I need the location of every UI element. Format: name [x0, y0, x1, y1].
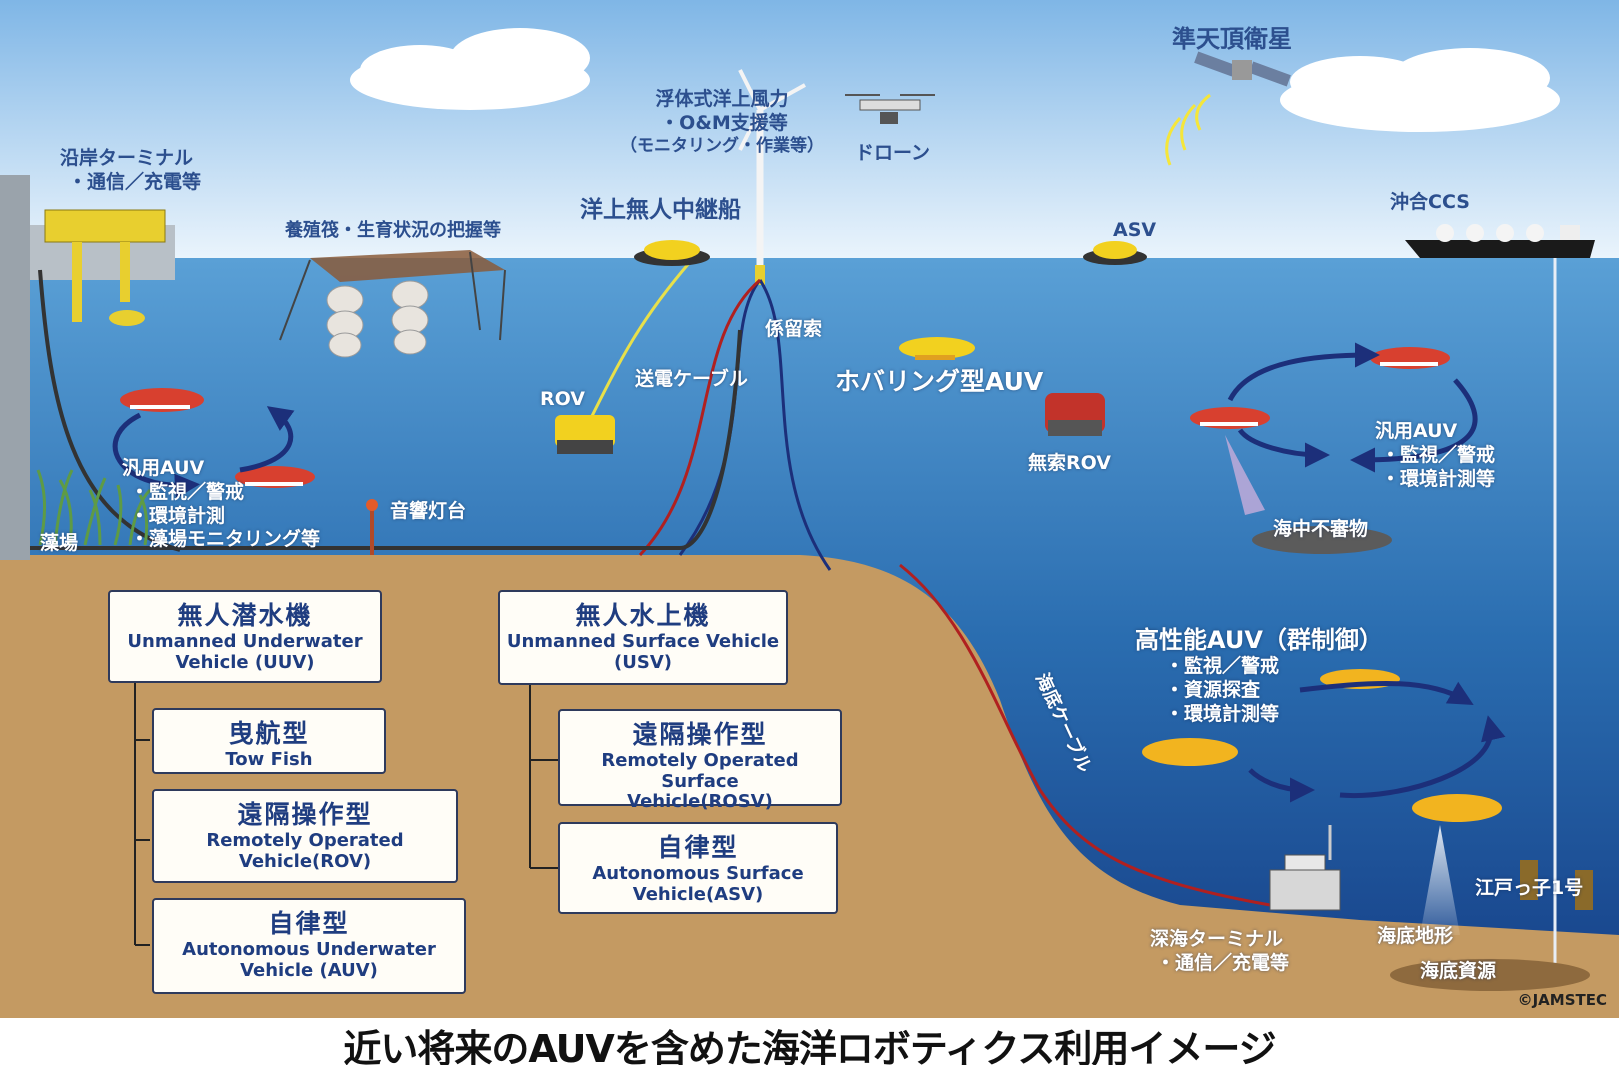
- subsea-cable-line: [899, 563, 1271, 907]
- label-wind-power-title: 浮体式洋上風力: [655, 88, 789, 110]
- ccs-ship: [1405, 224, 1595, 975]
- label-deep-terminal-title: 深海ターミナル: [1150, 928, 1284, 950]
- label-general-auv-right-item-1: ・監視／警戒: [1381, 443, 1496, 466]
- label-general-auv-left-title: 汎用AUV: [122, 457, 205, 479]
- box-auv-en-1: Autonomous Underwater: [182, 939, 436, 960]
- acoustic-beacon: [366, 499, 378, 555]
- label-offshore-ccs: 沖合CCS: [1390, 191, 1470, 213]
- label-relay-ship: 洋上無人中継船: [580, 197, 741, 223]
- box-uuv-en-2: Vehicle (UUV): [175, 651, 315, 673]
- coastal-terminal-structure: [44, 209, 166, 243]
- box-rov: 遠隔操作型 Remotely Operated Vehicle(ROV): [152, 789, 458, 883]
- label-mooring-line: 係留索: [765, 318, 823, 340]
- copyright: ©JAMSTEC: [1517, 991, 1607, 1009]
- sky: [0, 0, 1619, 258]
- label-satellite: 準天頂衛星: [1172, 25, 1292, 53]
- satellite: [1165, 51, 1291, 166]
- general-auv-left-1: [120, 388, 204, 412]
- box-auv-jp: 自律型: [268, 909, 350, 938]
- label-seafloor-resources: 海底資源: [1420, 960, 1497, 982]
- label-high-perf-auv-item-2: ・資源探査: [1165, 678, 1261, 701]
- box-towfish-en-1: Tow Fish: [225, 749, 313, 770]
- label-general-auv-left-item-3: ・藻場モニタリング等: [130, 528, 321, 551]
- box-asv-en-2: Vehicle(ASV): [632, 883, 764, 905]
- drone: [845, 94, 935, 124]
- box-rosv-en-2: Vehicle(ROSV): [627, 791, 773, 813]
- box-auv-en-2: Vehicle (AUV): [240, 959, 378, 981]
- box-rov-jp: 遠隔操作型: [237, 800, 373, 829]
- box-uuv-jp: 無人潜水機: [177, 601, 313, 630]
- label-high-perf-auv-item-3: ・環境計測等: [1165, 702, 1280, 725]
- label-asv: ASV: [1113, 219, 1157, 241]
- box-asv-jp: 自律型: [657, 833, 739, 862]
- box-rosv-jp: 遠隔操作型: [632, 720, 768, 749]
- caption: 近い将来のAUVを含めた海洋ロボティクス利用イメージ: [343, 1027, 1276, 1065]
- edokko-landers: [1520, 860, 1593, 910]
- box-uuv-en-1: Unmanned Underwater: [127, 631, 363, 652]
- box-usv: 無人水上機 Unmanned Surface Vehicle (USV): [498, 590, 788, 685]
- box-usv-jp: 無人水上機: [575, 601, 711, 630]
- label-acoustic-beacon: 音響灯台: [390, 500, 467, 522]
- aquaculture-raft: [279, 250, 506, 358]
- label-general-auv-right: 汎用AUV ・監視／警戒 ・環境計測等: [1375, 420, 1495, 491]
- taxonomy-connectors: [134, 682, 560, 946]
- box-auv: 自律型 Autonomous Underwater Vehicle (AUV): [152, 898, 466, 994]
- label-drone: ドローン: [855, 142, 931, 164]
- label-coastal-terminal-title: 沿岸ターミナル: [60, 147, 194, 169]
- pier-wall: [0, 175, 30, 560]
- label-rov: ROV: [540, 388, 585, 410]
- clouds: [350, 28, 1560, 132]
- box-towfish: 曳航型 Tow Fish: [152, 708, 386, 774]
- suspicious-object: [1252, 526, 1392, 554]
- box-rov-en-1: Remotely Operated: [206, 830, 404, 851]
- seafloor-resources-mound: [1390, 959, 1590, 991]
- label-general-auv-left-item-2: ・環境計測: [130, 504, 226, 527]
- label-coastal-terminal-item: ・通信／充電等: [68, 170, 202, 193]
- label-wind-power-note: （モニタリング・作業等）: [620, 135, 824, 156]
- label-seagrass: 藻場: [40, 532, 79, 554]
- box-usv-en-2: (USV): [614, 651, 672, 673]
- label-general-auv-right-title: 汎用AUV: [1375, 420, 1458, 442]
- box-rosv-en-1: Remotely Operated Surface: [601, 750, 799, 792]
- label-high-perf-auv-item-1: ・監視／警戒: [1165, 655, 1280, 677]
- box-towfish-jp: 曳航型: [228, 719, 310, 748]
- label-general-auv-left: 汎用AUV ・監視／警戒 ・環境計測 ・藻場モニタリング等: [122, 457, 320, 552]
- label-power-cable: 送電ケーブル: [635, 368, 748, 390]
- label-wind-power: 浮体式洋上風力 ・O&M支援等 （モニタリング・作業等）: [620, 88, 824, 157]
- general-auv-left-2: [235, 466, 315, 488]
- box-asv-en-1: Autonomous Surface: [592, 863, 804, 884]
- general-auv-right-1: [1370, 347, 1450, 369]
- box-usv-en-1: Unmanned Surface Vehicle: [506, 631, 780, 652]
- box-rov-en-2: Vehicle(ROV): [238, 850, 372, 872]
- label-coastal-terminal: 沿岸ターミナル ・通信／充電等: [60, 147, 201, 195]
- label-deep-terminal-item: ・通信／充電等: [1156, 951, 1290, 974]
- label-seafloor-topo: 海底地形: [1377, 925, 1454, 947]
- rov-vehicle: [555, 415, 615, 454]
- floating-wind-turbine: [738, 69, 806, 285]
- label-debris: 海中不審物: [1273, 518, 1369, 540]
- label-deep-terminal: 深海ターミナル ・通信／充電等: [1150, 928, 1289, 976]
- light-beam: [1420, 825, 1460, 935]
- label-aquaculture: 養殖筏・生育状況の把握等: [285, 220, 501, 241]
- deep-sea-terminal: [1269, 825, 1341, 911]
- label-high-perf-auv: 高性能AUV（群制御） ・監視／警戒 ・資源探査 ・環境計測等: [1135, 625, 1383, 726]
- general-auv-right-2: [1190, 407, 1270, 429]
- label-general-auv-right-item-2: ・環境計測等: [1381, 467, 1496, 490]
- box-uuv: 無人潜水機 Unmanned Underwater Vehicle (UUV): [108, 590, 382, 683]
- label-wind-power-item: ・O&M支援等: [660, 111, 788, 134]
- label-edokko: 江戸っ子1号: [1475, 877, 1584, 899]
- tetherless-rov: [1045, 393, 1105, 436]
- label-high-perf-auv-title: 高性能AUV（群制御）: [1135, 626, 1383, 654]
- seagrass-bed: [36, 469, 152, 546]
- label-tetherless-rov: 無索ROV: [1028, 452, 1111, 474]
- sonar-beam: [1225, 435, 1265, 515]
- box-rosv: 遠隔操作型 Remotely Operated Surface Vehicle(…: [558, 709, 842, 812]
- box-asv: 自律型 Autonomous Surface Vehicle(ASV): [558, 822, 838, 914]
- hovering-auv: [899, 337, 975, 360]
- label-hovering-auv: ホバリング型AUV: [835, 367, 1044, 396]
- label-general-auv-left-item-1: ・監視／警戒: [130, 480, 245, 503]
